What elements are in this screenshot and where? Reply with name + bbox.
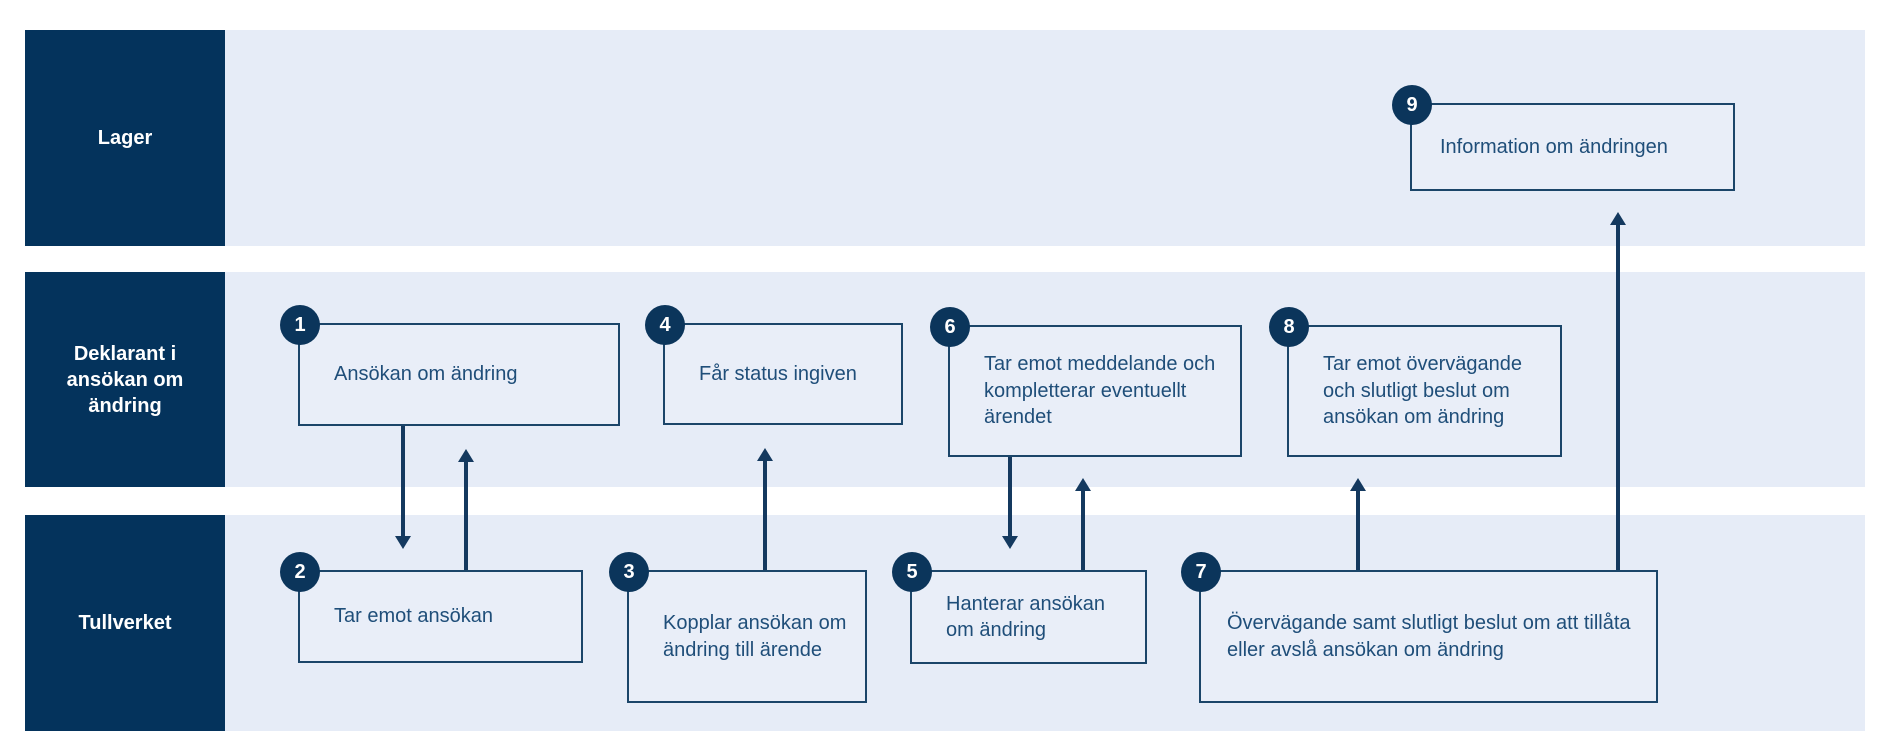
step-9-number-badge: 9 bbox=[1392, 85, 1432, 125]
arrow-6-to-5 bbox=[1002, 457, 1018, 549]
step-9-label: Information om ändringen bbox=[1440, 135, 1668, 158]
step-1-number-badge: 1 bbox=[280, 305, 320, 345]
step-6-number-badge: 6 bbox=[930, 307, 970, 347]
step-box-1: Ansökan om ändring bbox=[298, 323, 620, 426]
arrow-2-to-1 bbox=[458, 449, 474, 570]
step-5-label: Hanterar ansökan om ändring bbox=[946, 592, 1105, 641]
step-8-number-badge: 8 bbox=[1269, 307, 1309, 347]
arrow-7-to-8 bbox=[1350, 478, 1366, 570]
lane-label-lager: Lager bbox=[25, 30, 225, 246]
step-1-label: Ansökan om ändring bbox=[334, 363, 518, 386]
step-3-number-badge: 3 bbox=[609, 552, 649, 592]
arrow-3-to-4 bbox=[757, 448, 773, 570]
lane-label-tullverket: Tullverket bbox=[25, 515, 225, 731]
lane-label-text: Tullverket bbox=[78, 612, 172, 634]
step-4-number-badge: 4 bbox=[645, 305, 685, 345]
step-7-label: Övervägande samt slutligt beslut om att … bbox=[1227, 612, 1631, 661]
step-box-7: Övervägande samt slutligt beslut om att … bbox=[1199, 570, 1658, 703]
arrow-1-to-2 bbox=[395, 426, 411, 549]
step-2-label: Tar emot ansökan bbox=[334, 605, 493, 628]
step-box-3: Kopplar ansökan om ändring till ärende bbox=[627, 570, 867, 703]
step-box-6: Tar emot meddelande och kompletterar eve… bbox=[948, 325, 1242, 457]
arrow-5-to-6 bbox=[1075, 478, 1091, 570]
lane-label-text: Deklarant i ansökan om ändring bbox=[66, 342, 184, 417]
step-box-8: Tar emot övervägande och slutligt beslut… bbox=[1287, 325, 1562, 457]
step-4-label: Får status ingiven bbox=[699, 362, 857, 385]
step-box-9: Information om ändringen bbox=[1410, 103, 1735, 191]
step-5-number-badge: 5 bbox=[892, 552, 932, 592]
lane-label-text: Lager bbox=[97, 127, 153, 149]
step-3-label: Kopplar ansökan om ändring till ärende bbox=[663, 612, 847, 661]
step-box-5: Hanterar ansökan om ändring bbox=[910, 570, 1147, 664]
step-box-2: Tar emot ansökan bbox=[298, 570, 583, 663]
step-6-label: Tar emot meddelande och kompletterar eve… bbox=[984, 353, 1216, 429]
step-2-number-badge: 2 bbox=[280, 552, 320, 592]
step-box-4: Får status ingiven bbox=[663, 323, 903, 425]
arrow-7-to-9 bbox=[1610, 212, 1626, 570]
step-7-number-badge: 7 bbox=[1181, 552, 1221, 592]
step-8-label: Tar emot övervägande och slutligt beslut… bbox=[1323, 353, 1523, 429]
lane-label-deklarant: Deklarant i ansökan om ändring bbox=[25, 272, 225, 487]
